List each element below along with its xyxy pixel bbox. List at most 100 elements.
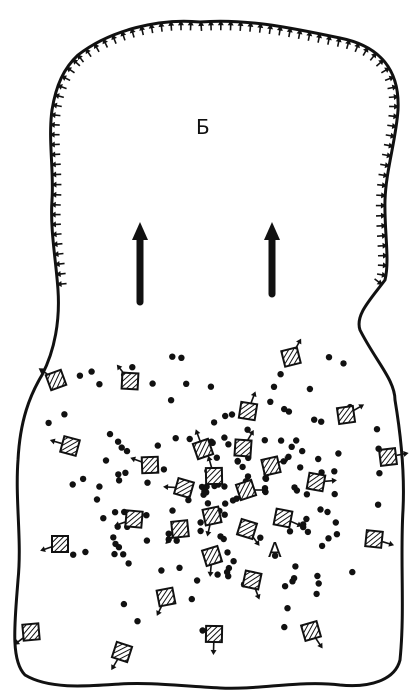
hatched-particle — [379, 448, 409, 466]
point-particle — [144, 480, 150, 486]
point-particle — [115, 471, 121, 477]
point-particle — [103, 457, 109, 463]
point-particle — [203, 489, 209, 495]
point-particle — [70, 481, 76, 487]
point-particle — [169, 354, 175, 360]
point-particle — [96, 381, 102, 387]
point-particle — [211, 419, 217, 425]
point-particle — [77, 373, 83, 379]
point-particle — [149, 380, 155, 386]
point-particle — [197, 519, 203, 525]
point-particle — [214, 571, 220, 577]
point-particle — [116, 477, 122, 483]
point-particle — [224, 569, 230, 575]
point-particle — [205, 500, 211, 506]
hatched-particle — [243, 571, 262, 600]
point-particle — [326, 354, 332, 360]
point-particle — [124, 448, 130, 454]
point-particle — [61, 411, 67, 417]
point-particle — [107, 431, 113, 437]
point-particle — [375, 502, 381, 508]
point-particle — [317, 506, 323, 512]
point-particle — [230, 558, 236, 564]
point-particle — [262, 437, 268, 443]
up-arrow-left — [132, 222, 148, 302]
point-particle — [94, 496, 100, 502]
point-particle — [161, 466, 167, 472]
point-particle — [119, 444, 125, 450]
point-particle — [303, 516, 309, 522]
point-particle — [70, 552, 76, 558]
point-particle — [235, 458, 241, 464]
point-particle — [178, 355, 184, 361]
point-particle — [222, 512, 228, 518]
point-particle — [217, 533, 223, 539]
point-particle — [292, 563, 298, 569]
point-particle — [304, 491, 310, 497]
point-particle — [313, 591, 319, 597]
point-particle — [257, 535, 263, 541]
point-particle — [314, 573, 320, 579]
region-label-a: А — [268, 538, 282, 562]
hatched-particle — [193, 429, 213, 459]
hatched-particle — [206, 626, 222, 655]
point-particle — [277, 371, 283, 377]
up-arrow-right — [264, 222, 280, 294]
point-particle — [334, 531, 340, 537]
point-particle — [293, 437, 299, 443]
membrane-arrows — [50, 20, 400, 287]
point-particle — [282, 583, 288, 589]
point-particle — [82, 549, 88, 555]
hatched-particle — [163, 478, 194, 498]
point-particle — [158, 567, 164, 573]
point-particle — [333, 519, 339, 525]
hatched-particle — [261, 456, 290, 475]
point-particles — [45, 354, 382, 634]
point-particle — [340, 360, 346, 366]
point-particle — [239, 464, 245, 470]
point-particle — [263, 476, 269, 482]
hatched-particle — [301, 621, 322, 648]
point-particle — [287, 528, 293, 534]
point-particle — [299, 448, 305, 454]
point-particle — [319, 543, 325, 549]
point-particle — [169, 507, 175, 513]
point-particle — [222, 413, 228, 419]
point-particle — [335, 450, 341, 456]
point-particle — [134, 618, 140, 624]
hatched-particle — [365, 530, 394, 548]
point-particle — [45, 420, 51, 426]
point-particle — [374, 426, 380, 432]
point-particle — [300, 521, 306, 527]
point-particle — [267, 399, 273, 405]
point-particle — [80, 476, 86, 482]
point-particle — [324, 509, 330, 515]
point-particle — [100, 515, 106, 521]
point-particle — [122, 470, 128, 476]
hatched-particle — [50, 436, 80, 456]
hatched-particle — [281, 339, 301, 367]
point-particle — [176, 565, 182, 571]
point-particle — [116, 544, 122, 550]
point-particle — [143, 512, 149, 518]
hatched-particle — [39, 368, 67, 390]
point-particle — [311, 417, 317, 423]
point-particle — [115, 439, 121, 445]
point-particle — [199, 627, 205, 633]
point-particle — [316, 580, 322, 586]
hatched-particle — [236, 480, 267, 500]
hatched-particle — [14, 623, 39, 644]
point-particle — [297, 464, 303, 470]
point-particle — [307, 386, 313, 392]
hatched-particle — [337, 404, 364, 424]
point-particle — [96, 483, 102, 489]
hatched-particle — [203, 507, 222, 537]
point-particle — [173, 435, 179, 441]
upward-arrows — [132, 222, 280, 302]
point-particle — [289, 444, 295, 450]
point-particle — [111, 551, 117, 557]
point-particle — [112, 509, 118, 515]
point-particle — [315, 456, 321, 462]
point-particle — [284, 605, 290, 611]
